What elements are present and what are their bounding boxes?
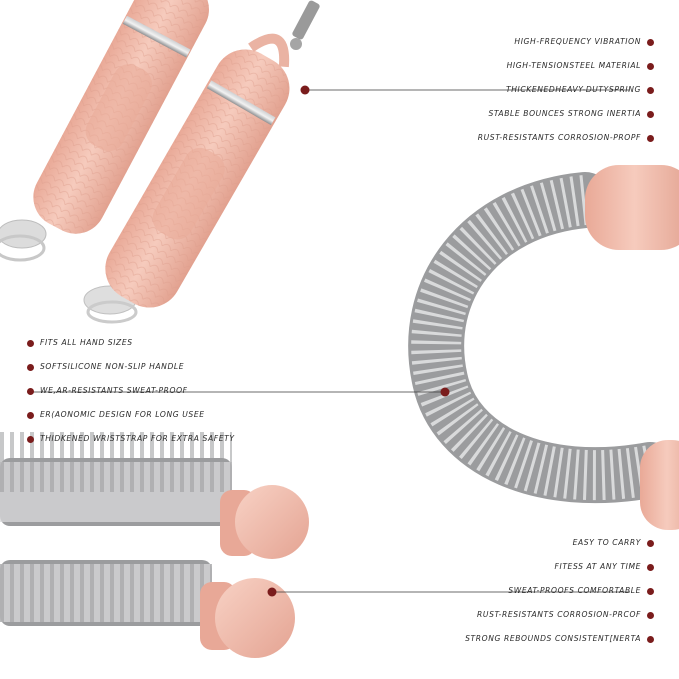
feature-label: FITS ALL HAND SIZES	[40, 338, 133, 347]
feature-label: THICKENEDHEAVY-DUTYSPRING	[505, 85, 641, 94]
feature-item: SOFTSILICONE NON-SLIP HANDLE	[27, 362, 184, 372]
feature-item: HIGH-TENSIONSTEEL MATERIAL	[507, 61, 654, 71]
feature-label: EASY TO CARRY	[572, 538, 641, 547]
feature-label: ER(AONOMIC DESIGN FOR LONG USEE	[40, 410, 205, 419]
bullet-dot-icon	[647, 110, 654, 118]
bullet-dot-icon	[27, 387, 34, 395]
feature-label: RUST-RESISTANTS CORROSION-PRCOF	[477, 610, 641, 619]
feature-item: HIGH-FREQUENCY VIBRATION	[514, 37, 654, 47]
feature-item: THIDKENED WRISTSTRAP FOR EXTRA SAFETY	[27, 434, 235, 444]
feature-label: STABLE BOUNCES STRONG INERTIA	[488, 109, 641, 118]
bullet-dot-icon	[647, 134, 654, 142]
feature-item: THICKENEDHEAVY-DUTYSPRING	[506, 85, 654, 95]
feature-label: SOFTSILICONE NON-SLIP HANDLE	[40, 362, 185, 371]
feature-label: FITESS AT ANY TIME	[554, 562, 641, 571]
bullet-dot-icon	[27, 411, 34, 419]
feature-label: THIDKENED WRISTSTRAP FOR EXTRA SAFETY	[40, 434, 235, 443]
handle-right	[83, 0, 320, 324]
feature-label: RUST-RESISTANTS CORROSION-PROPF	[477, 133, 641, 142]
feature-item: STABLE BOUNCES STRONG INERTIA	[488, 109, 654, 119]
feature-item: STRONG REBOUNDS CONSISTENT[NERTA	[465, 634, 654, 644]
feature-item: FITS ALL HAND SIZES	[27, 338, 133, 348]
handle-left	[0, 0, 209, 262]
bullet-dot-icon	[647, 611, 654, 619]
straight-springs	[0, 432, 309, 658]
feature-item: WE,AR-RESISTANTS SWEAT-PROOF	[27, 386, 188, 396]
feature-label: HIGH-TENSIONSTEEL MATERIAL	[506, 61, 641, 70]
feature-item: FITESS AT ANY TIME	[555, 562, 654, 572]
feature-label: SWEAT-PROOFS COMFORTABLE	[508, 586, 641, 595]
feature-item: ER(AONOMIC DESIGN FOR LONG USEE	[27, 410, 205, 420]
feature-item: RUST-RESISTANTS CORROSION-PROPF	[478, 133, 654, 143]
bullet-dot-icon	[647, 635, 654, 643]
bullet-dot-icon	[647, 539, 654, 547]
bullet-dot-icon	[27, 339, 34, 347]
curved-spring	[408, 165, 679, 530]
bullet-dot-icon	[647, 563, 654, 571]
feature-item: RUST-RESISTANTS CORROSION-PRCOF	[477, 610, 654, 620]
feature-label: HIGH-FREQUENCY VIBRATION	[514, 37, 641, 46]
feature-label: WE,AR-RESISTANTS SWEAT-PROOF	[40, 386, 188, 395]
callout-lines	[27, 85, 630, 597]
bullet-dot-icon	[27, 363, 34, 371]
feature-item: EASY TO CARRY	[573, 538, 654, 548]
bullet-dot-icon	[647, 62, 654, 70]
feature-label: STRONG REBOUNDS CONSISTENT[NERTA	[465, 634, 641, 643]
bullet-dot-icon	[647, 86, 654, 94]
bullet-dot-icon	[27, 435, 34, 443]
bullet-dot-icon	[647, 587, 654, 595]
bullet-dot-icon	[647, 38, 654, 46]
feature-item: SWEAT-PROOFS COMFORTABLE	[508, 586, 654, 596]
